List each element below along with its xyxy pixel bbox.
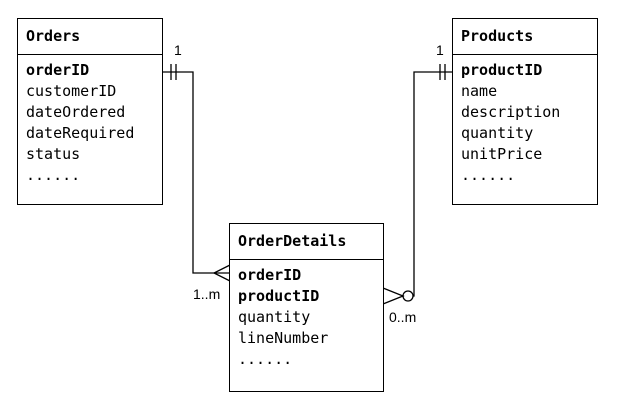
attribute: ...... bbox=[26, 166, 81, 184]
orders-multiplicity-label: 1 bbox=[174, 42, 182, 58]
attribute: dateRequired bbox=[26, 124, 135, 142]
products-entity[interactable]: Products productID name description quantit… bbox=[452, 18, 598, 205]
attribute: quantity bbox=[238, 308, 311, 326]
primary-key-attribute: productID bbox=[461, 61, 543, 79]
attribute: description bbox=[461, 103, 561, 121]
products-attributes: productID name description quantity unitPric… bbox=[453, 55, 597, 186]
primary-key-attribute: orderID bbox=[26, 61, 90, 79]
primary-key-attribute: productID bbox=[238, 287, 320, 305]
orderdetails-many-crowsfoot bbox=[212, 264, 231, 282]
products-orderdetails-line bbox=[403, 71, 453, 297]
products-title: Products bbox=[453, 19, 597, 55]
attribute: quantity bbox=[461, 124, 534, 142]
orderdetails-attributes: orderID productID quantity lineNumber...... bbox=[230, 260, 383, 370]
orders-attributes: orderID customerID dateOrdered dateRequired… bbox=[18, 55, 162, 186]
primary-key-attribute: orderID bbox=[238, 266, 302, 284]
orderdetails-products-multiplicity-label: 0..m bbox=[389, 309, 417, 325]
orderdetails-title: OrderDetails bbox=[230, 224, 383, 260]
attribute: customerID bbox=[26, 82, 117, 100]
orders-title: Orders bbox=[18, 19, 162, 55]
orders-orderdetails-line bbox=[162, 71, 230, 274]
orderdetails-orders-multiplicity-label: 1..m bbox=[193, 286, 221, 302]
attribute: status bbox=[26, 145, 81, 163]
attribute: unitPrice bbox=[461, 145, 543, 163]
attribute: lineNumber bbox=[238, 329, 329, 347]
orderdetails-zero-many-crowsfoot bbox=[382, 287, 405, 305]
attribute: ...... bbox=[461, 166, 516, 184]
orderdetails-entity[interactable]: OrderDetails orderID productID quantity lin… bbox=[229, 223, 384, 392]
products-multiplicity-label: 1 bbox=[436, 42, 444, 58]
attribute: name bbox=[461, 82, 498, 100]
orders-entity[interactable]: Orders orderID customerID dateOrdered dateR… bbox=[17, 18, 163, 205]
attribute: dateOrdered bbox=[26, 103, 126, 121]
attribute: ...... bbox=[238, 350, 293, 368]
